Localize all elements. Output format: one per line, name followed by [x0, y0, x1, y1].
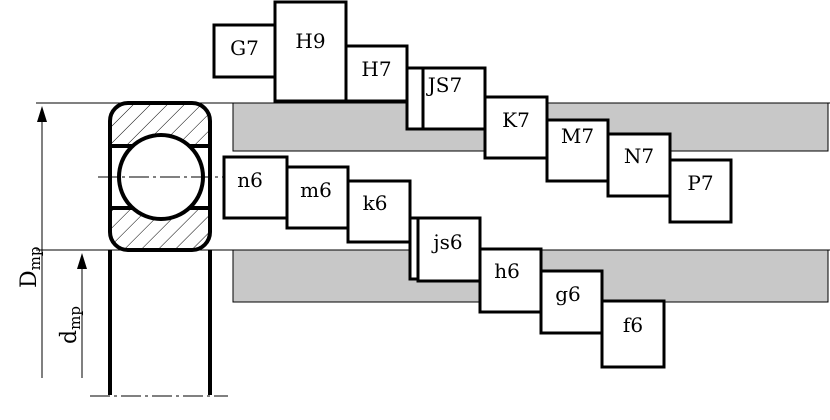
svg-text:Dmp: Dmp: [17, 247, 44, 288]
outer-diameter-dimension: [37, 106, 47, 378]
shaft-tolerance-fields: n6 m6 k6 js6 h6 g6 f6: [222, 155, 666, 369]
svg-text:m6: m6: [300, 178, 332, 202]
field-g6: g6: [539, 269, 604, 335]
field-m7: M7: [545, 118, 610, 183]
svg-text:P7: P7: [687, 171, 713, 195]
svg-text:n6: n6: [237, 168, 263, 192]
svg-text:dmp: dmp: [57, 306, 84, 344]
field-m6: m6: [285, 165, 350, 230]
outer-diameter-label: Dmp: [17, 247, 44, 288]
svg-text:g6: g6: [555, 282, 581, 306]
svg-text:f6: f6: [623, 313, 643, 337]
field-k7: K7: [483, 95, 549, 160]
field-p7: P7: [668, 158, 733, 224]
inner-diameter-dimension: [77, 253, 87, 378]
inner-diameter-label: dmp: [57, 306, 84, 344]
svg-text:k6: k6: [363, 191, 388, 215]
field-h9: H9: [273, 0, 348, 103]
svg-text:js6: js6: [431, 230, 462, 254]
svg-text:N7: N7: [624, 144, 654, 168]
bearing-section: [90, 101, 228, 397]
svg-text:h6: h6: [494, 259, 520, 283]
field-h7: H7: [344, 44, 409, 103]
field-g7: G7: [212, 23, 277, 79]
svg-text:H7: H7: [361, 57, 391, 81]
hole-tolerance-fields: G7 JS7 H9 H7 K7 M7 N7 P7: [212, 0, 733, 224]
svg-text:M7: M7: [561, 124, 594, 148]
field-n6: n6: [222, 155, 289, 220]
svg-text:H9: H9: [295, 29, 325, 53]
svg-text:JS7: JS7: [426, 73, 462, 97]
svg-text:G7: G7: [230, 36, 259, 60]
field-f6: f6: [600, 299, 666, 369]
field-h6: h6: [478, 247, 543, 314]
field-js6: js6: [416, 216, 482, 283]
field-k6: k6: [346, 179, 412, 244]
svg-text:K7: K7: [502, 108, 530, 132]
field-js7: JS7: [421, 66, 487, 131]
field-n7: N7: [606, 132, 672, 198]
